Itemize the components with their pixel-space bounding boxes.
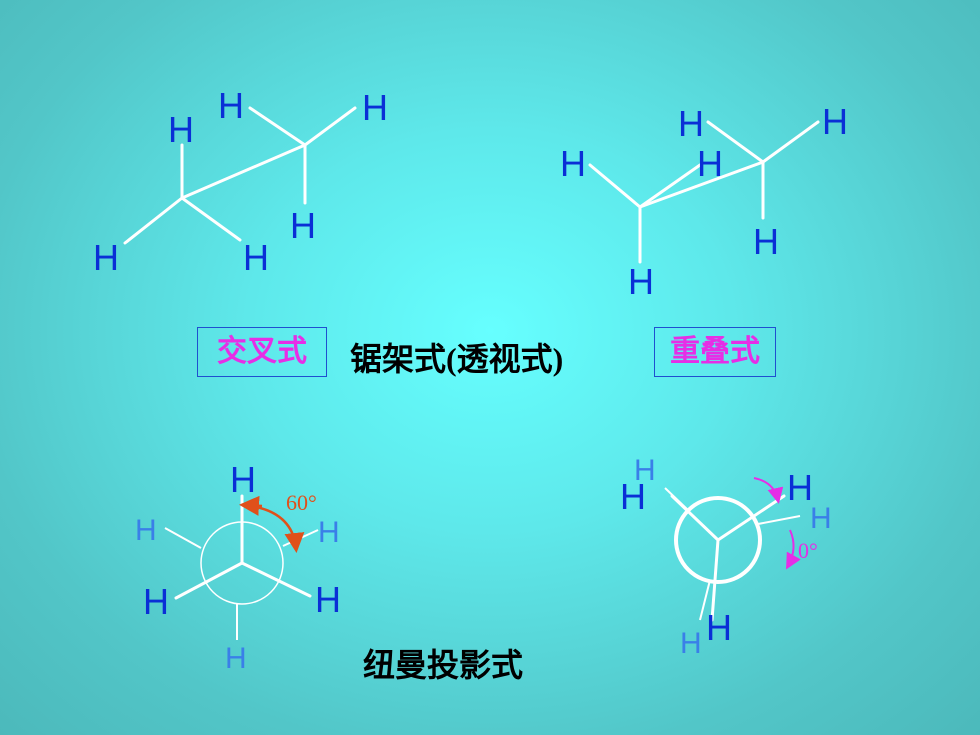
atom-h-back: H xyxy=(810,502,832,535)
rotation-arrow xyxy=(753,477,784,504)
eclipsed-sawhorse: H H H H H H xyxy=(560,101,848,302)
atom-h: H xyxy=(290,205,316,246)
rear-carbon-circle xyxy=(674,496,762,584)
atom-h: H xyxy=(93,237,119,278)
atom-h: H xyxy=(362,87,388,128)
atom-h-back: H xyxy=(680,627,702,660)
atom-h: H xyxy=(218,85,244,126)
atom-h: H xyxy=(678,103,704,144)
atom-h: H xyxy=(315,579,341,620)
atom-h: H xyxy=(243,237,269,278)
atom-h: H xyxy=(753,221,779,262)
newman-caption: 纽曼投影式 xyxy=(363,647,524,683)
atom-h-back: H xyxy=(634,454,656,487)
sawhorse-caption: 锯架式(透视式) xyxy=(350,341,564,377)
atom-h-back: H xyxy=(135,514,157,547)
atom-h: H xyxy=(143,581,169,622)
atom-h-back: H xyxy=(318,516,340,549)
atom-h: H xyxy=(230,459,256,500)
eclipsed-label: 重叠式 xyxy=(654,327,776,377)
angle-label: 60° xyxy=(286,490,317,515)
staggered-newman: 60° H H H H H H xyxy=(135,459,341,675)
eclipsed-newman: 0° H H H H H H xyxy=(620,454,832,660)
rotation-arrow xyxy=(786,529,801,570)
atom-h: H xyxy=(706,607,732,648)
atom-h: H xyxy=(787,467,813,508)
staggered-label: 交叉式 xyxy=(197,327,327,377)
atom-h: H xyxy=(560,143,586,184)
atom-h-back: H xyxy=(225,642,247,675)
staggered-sawhorse: H H H H H H xyxy=(93,85,388,278)
atom-h: H xyxy=(697,143,723,184)
angle-label: 0° xyxy=(798,538,818,563)
atom-h: H xyxy=(628,261,654,302)
atom-h: H xyxy=(822,101,848,142)
atom-h: H xyxy=(168,109,194,150)
atom-h: H xyxy=(620,476,646,517)
